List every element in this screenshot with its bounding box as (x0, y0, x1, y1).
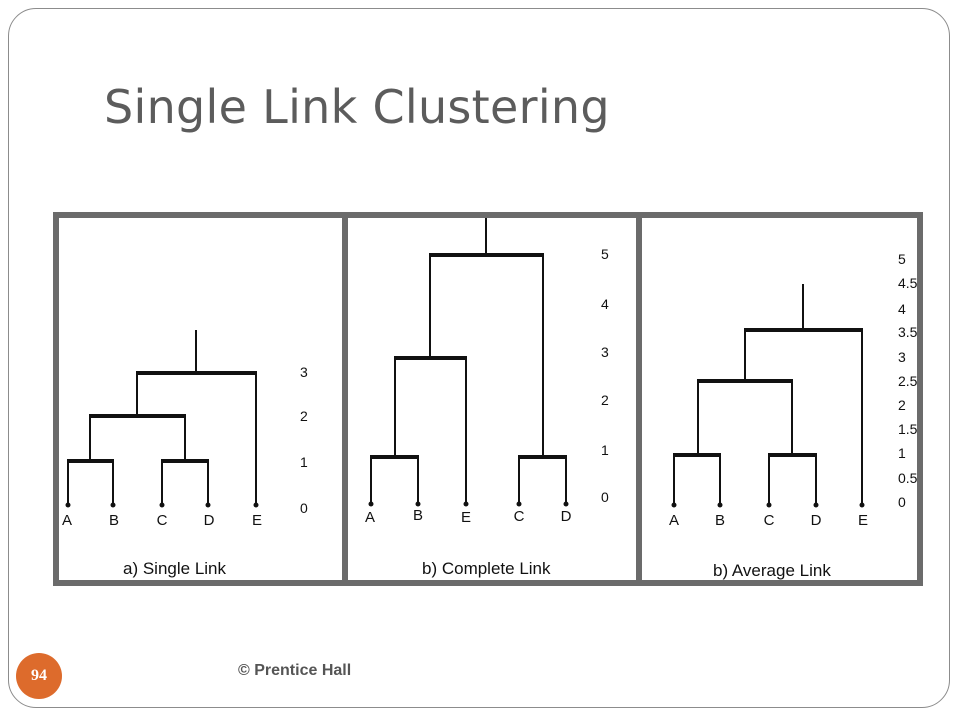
leaf-dot (205, 502, 211, 508)
leaf-label: A (365, 509, 375, 526)
leaf-dot (766, 502, 772, 508)
scale-label: 1 (601, 442, 609, 458)
leaf-dot (463, 501, 469, 507)
slide-title: Single Link Clustering (104, 80, 610, 134)
scale-label: 0.5 (898, 470, 917, 486)
average-link-panel: A B C D E 5 4.5 4 3.5 3 2.5 2 1.5 1 0.5 … (642, 218, 917, 580)
panel-caption: a) Single Link (123, 559, 227, 578)
leaf-dot (253, 502, 259, 508)
leaf-label: C (764, 512, 775, 529)
scale-label: 5 (601, 246, 609, 262)
leaf-label: D (204, 512, 215, 529)
leaf-dot (110, 502, 116, 508)
scale-label: 0 (601, 489, 609, 505)
scale-label: 2 (300, 408, 308, 424)
leaf-label: B (413, 507, 423, 524)
leaf-label: D (561, 508, 572, 525)
scale-label: 4 (601, 296, 609, 312)
scale-label: 3.5 (898, 324, 917, 340)
leaf-label: B (109, 512, 119, 529)
leaf-label: C (157, 512, 168, 529)
leaf-dot (813, 502, 819, 508)
leaf-dot (671, 502, 677, 508)
complete-link-panel: A B E C D 5 4 3 2 1 0 b) Complete Link (348, 218, 636, 580)
leaf-label: A (62, 512, 72, 529)
leaf-dot (368, 501, 374, 507)
single-link-dendrogram: A B C D E 3 2 1 0 a) Single Link (62, 330, 308, 578)
leaf-dot (415, 501, 421, 507)
leaf-dot (65, 502, 71, 508)
scale-label: 5 (898, 251, 906, 267)
scale-label: 0 (898, 494, 906, 510)
scale-label: 2 (601, 392, 609, 408)
dendrogram-figure: A B C D E 3 2 1 0 a) Single Link (53, 212, 923, 586)
scale-label: 3 (601, 344, 609, 360)
leaf-label: E (858, 512, 868, 529)
scale-label: 2.5 (898, 373, 917, 389)
scale-label: 4.5 (898, 275, 917, 291)
scale-label: 1 (898, 445, 906, 461)
scale-label: 2 (898, 397, 906, 413)
average-link-dendrogram: A B C D E 5 4.5 4 3.5 3 2.5 2 1.5 1 0.5 … (669, 251, 917, 580)
scale-label: 3 (300, 364, 308, 380)
scale-label: 3 (898, 349, 906, 365)
scale-label: 1.5 (898, 421, 917, 437)
complete-link-dendrogram: A B E C D 5 4 3 2 1 0 b) Complete Link (365, 218, 609, 578)
copyright-footer: © Prentice Hall (238, 662, 352, 679)
leaf-label: C (514, 508, 525, 525)
leaf-label: D (811, 512, 822, 529)
panel-caption: b) Average Link (713, 561, 831, 580)
scale-label: 1 (300, 454, 308, 470)
leaf-label: E (252, 512, 262, 529)
single-link-panel: A B C D E 3 2 1 0 a) Single Link (59, 218, 342, 580)
panel-caption: b) Complete Link (422, 559, 551, 578)
leaf-dot (717, 502, 723, 508)
leaf-dot (859, 502, 865, 508)
page-number-badge: 94 (16, 653, 62, 699)
scale-label: 0 (300, 500, 308, 516)
leaf-label: B (715, 512, 725, 529)
leaf-dot (159, 502, 165, 508)
leaf-label: E (461, 509, 471, 526)
scale-label: 4 (898, 301, 906, 317)
leaf-dot (563, 501, 569, 507)
leaf-dot (516, 501, 522, 507)
leaf-label: A (669, 512, 679, 529)
